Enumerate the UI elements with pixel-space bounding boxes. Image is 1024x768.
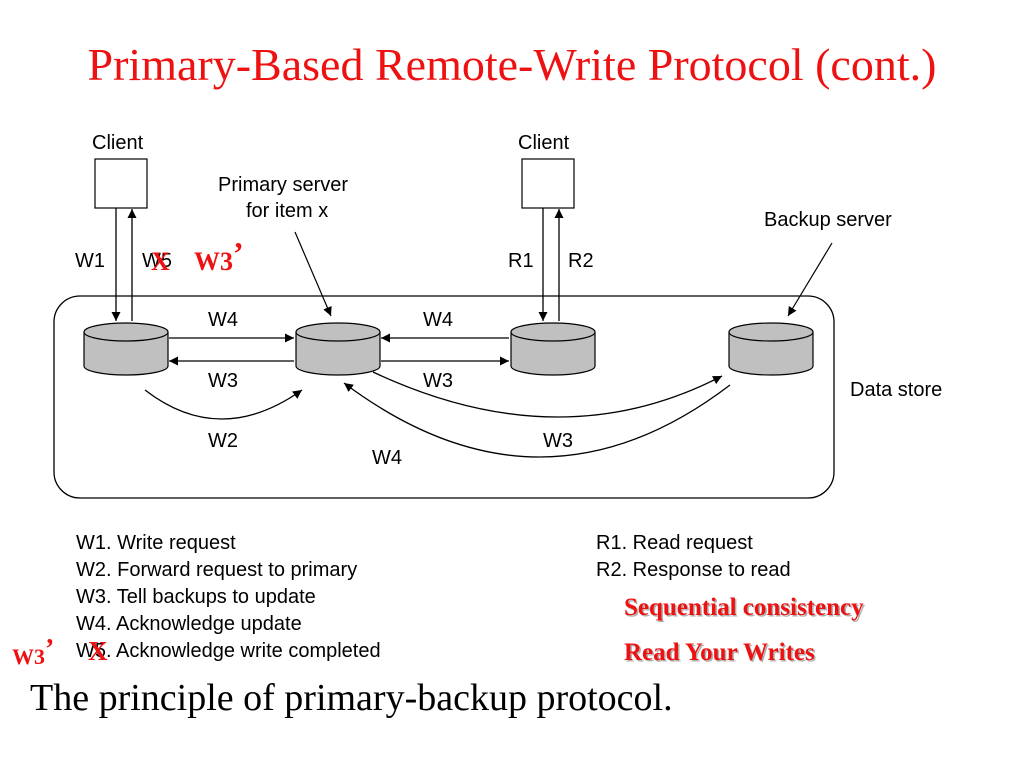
edge-label-w4-left: W4 — [208, 309, 238, 331]
annotation-x-top: X — [151, 247, 170, 276]
client-left-label: Client — [92, 132, 144, 154]
legend-write-steps: W1. Write request W2. Forward request to… — [76, 530, 381, 665]
disk-backup — [728, 322, 814, 376]
annotation-w3-prime-top: W3’ — [194, 235, 244, 276]
arrow-w3-curve — [372, 371, 723, 418]
data-store-label: Data store — [850, 379, 942, 401]
edge-label-w1: W1 — [75, 250, 105, 272]
edge-label-w4-curve: W4 — [372, 447, 402, 469]
disk-client-right — [510, 322, 596, 376]
emphasis-sequential-consistency: Sequential consistency — [624, 594, 864, 621]
annotation-x-bottom: X — [88, 636, 108, 666]
client-right-label: Client — [518, 132, 570, 154]
primary-label-line2: for item x — [246, 200, 328, 222]
legend-item: W2. Forward request to primary — [76, 559, 358, 581]
edge-label-r1: R1 — [508, 250, 534, 272]
data-store-box — [53, 295, 835, 499]
primary-label-line1: Primary server — [218, 174, 348, 196]
pointer-backup — [787, 242, 833, 317]
edge-label-w4-right: W4 — [423, 309, 453, 331]
edge-label-w5: W5 — [142, 250, 172, 272]
client-right-box — [521, 158, 575, 209]
disk-client-left — [83, 322, 169, 376]
backup-server-label: Backup server — [764, 209, 892, 231]
arrow-w4-curve — [343, 382, 731, 458]
edge-label-w2: W2 — [208, 430, 238, 452]
pointer-primary — [294, 231, 332, 317]
client-left-box — [94, 158, 148, 209]
legend-item: W4. Acknowledge update — [76, 613, 302, 635]
emphasis-read-your-writes: Read Your Writes — [624, 639, 815, 666]
disk-primary — [295, 322, 381, 376]
annotation-w3-prime-bottom: W3’ — [12, 634, 55, 669]
slide-title: Primary-Based Remote-Write Protocol (con… — [87, 39, 937, 90]
arrow-w2-curve — [144, 389, 303, 420]
legend-item: W1. Write request — [76, 532, 236, 554]
legend-item: R2. Response to read — [596, 559, 791, 581]
legend-item: W5. Acknowledge write completed — [76, 640, 381, 662]
edge-label-w3-curve: W3 — [543, 430, 573, 452]
edge-label-w3-right: W3 — [423, 370, 453, 392]
figure-caption: The principle of primary-backup protocol… — [30, 677, 673, 719]
legend-read-steps: R1. Read request R2. Response to read — [596, 530, 791, 584]
legend-item: R1. Read request — [596, 532, 753, 554]
edge-label-r2: R2 — [568, 250, 594, 272]
legend-item: W3. Tell backups to update — [76, 586, 316, 608]
edge-label-w3-left: W3 — [208, 370, 238, 392]
